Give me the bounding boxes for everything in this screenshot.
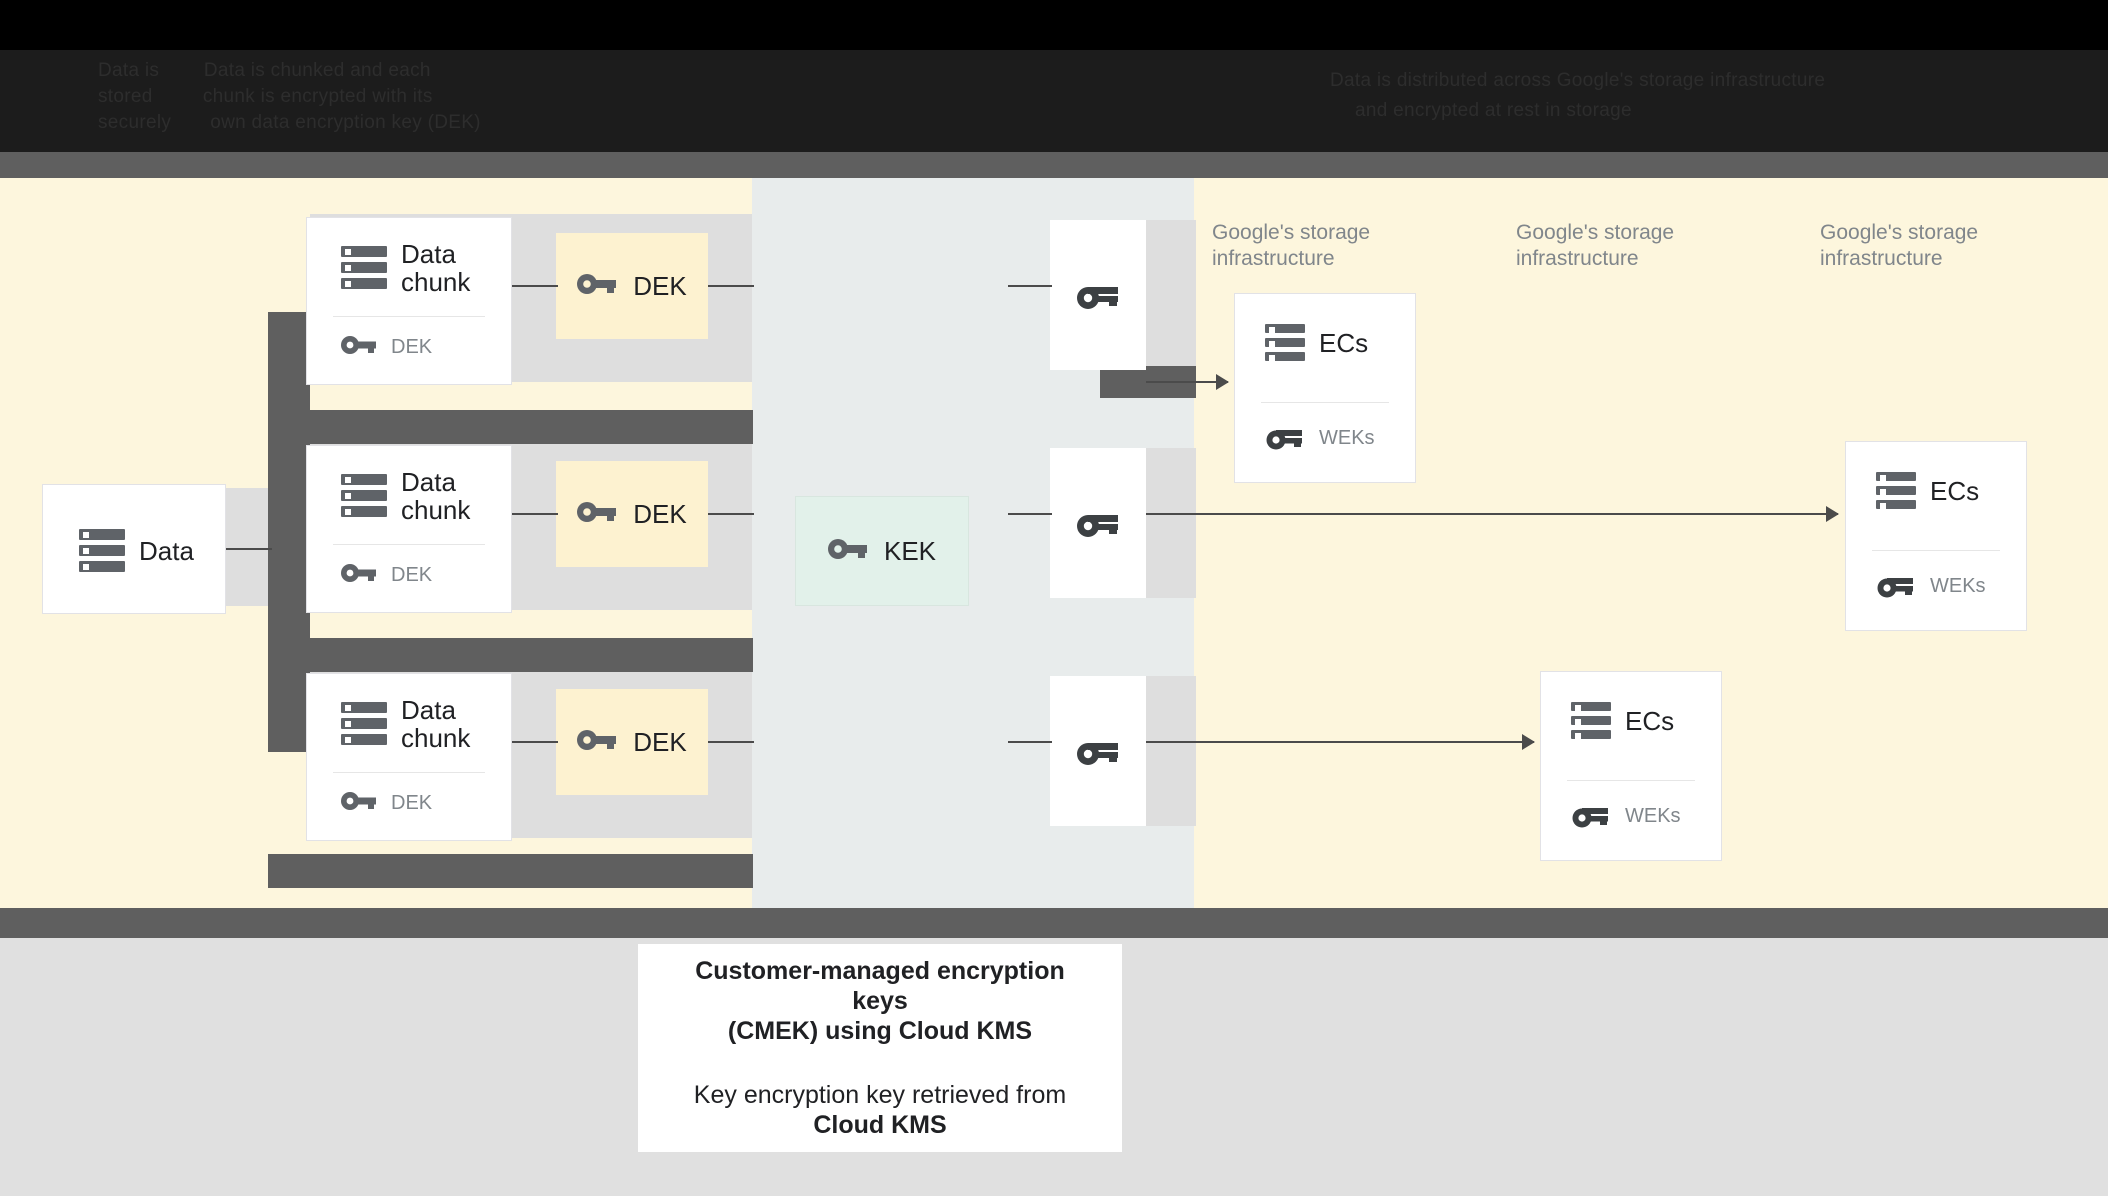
banner-line-2: stored chunk is encrypted with its (98, 86, 433, 107)
server-icon (1876, 472, 1916, 510)
key-icon (827, 537, 868, 566)
server-icon (341, 246, 387, 290)
data-chunk-card-2[interactable]: Data chunk DEK (306, 445, 512, 613)
fanout-bar-3 (268, 854, 753, 888)
server-icon (1265, 324, 1305, 362)
ecs-key-label: WEKs (1319, 427, 1375, 449)
chunk-key-label: DEK (391, 792, 433, 814)
key-icon (1075, 276, 1121, 315)
banner-bottom-rule (0, 152, 2108, 178)
footer-rule (0, 908, 2108, 938)
caption-card: Customer-managed encryption keys (CMEK) … (638, 944, 1122, 1152)
chunk-title: Data chunk (401, 695, 471, 753)
caption-line-4: Cloud KMS (813, 1111, 947, 1139)
wrapped-key-card-1[interactable] (1050, 220, 1146, 370)
data-card-label: Data (139, 536, 194, 566)
connector-band-wk3 (1008, 741, 1052, 743)
key-icon (341, 790, 377, 817)
fanout-bar-2 (268, 638, 753, 672)
key-icon (1075, 732, 1121, 771)
connector-kek-wk2 (1008, 513, 1052, 515)
card-divider (333, 772, 485, 773)
arrowhead-ecs1 (1216, 374, 1229, 390)
key-icon (1876, 570, 1916, 603)
caption-line-1: Customer-managed encryption keys (695, 957, 1065, 1015)
connector-chunk1-dek1 (512, 285, 558, 287)
wrapped-key-card-2[interactable] (1050, 448, 1146, 598)
key-icon (577, 728, 617, 757)
data-chunk-card-3[interactable]: Data chunk DEK (306, 673, 512, 841)
dek-box-1[interactable]: DEK (556, 233, 708, 339)
key-icon (577, 500, 617, 529)
connector-wk3-ecs3 (1146, 741, 1534, 743)
storage-label-3: Google's storage infrastructure (1820, 221, 1979, 270)
banner-line-4: Data is distributed across Google's stor… (1330, 70, 1826, 91)
data-chunk-card-1[interactable]: Data chunk DEK (306, 217, 512, 385)
caption-line-3: Key encryption key retrieved from (693, 1081, 1067, 1109)
ecs-title: ECs (1319, 328, 1369, 358)
ecs-key-label: WEKs (1625, 805, 1681, 827)
card-divider (1261, 402, 1389, 403)
ecs-card-1[interactable]: ECs WEKs (1234, 293, 1416, 483)
kek-box[interactable]: KEK (795, 496, 969, 606)
storage-label-1: Google's storage infrastructure (1212, 221, 1371, 270)
connector-dek2-band (708, 513, 754, 515)
connector-data-to-trunk (226, 548, 272, 550)
server-icon (341, 702, 387, 746)
server-icon (341, 474, 387, 518)
chunk-key-label: DEK (391, 336, 433, 358)
connector-dek1-band (708, 285, 754, 287)
card-divider (333, 544, 485, 545)
banner-line-3: securely own data encryption key (DEK) (98, 112, 481, 133)
top-banner: Data is Data is chunked and each stored … (0, 0, 2108, 178)
fanout-trunk (268, 312, 310, 752)
dek-label: DEK (633, 270, 687, 301)
key-icon (1265, 422, 1305, 455)
key-icon (341, 562, 377, 589)
card-divider (1567, 780, 1695, 781)
dek-box-3[interactable]: DEK (556, 689, 708, 795)
banner-line-5: and encrypted at rest in storage (1355, 100, 1632, 121)
chunk-title: Data chunk (401, 239, 471, 297)
ecs-card-2[interactable]: ECs WEKs (1845, 441, 2027, 631)
card-divider (1872, 550, 2000, 551)
data-card[interactable]: Data (42, 484, 226, 614)
banner-text-strip: Data is Data is chunked and each stored … (0, 50, 2108, 160)
ecs-title: ECs (1625, 706, 1675, 736)
server-icon (1571, 702, 1611, 740)
caption-line-2: (CMEK) using Cloud KMS (727, 1017, 1033, 1045)
card-divider (333, 316, 485, 317)
ecs-title: ECs (1930, 476, 1980, 506)
key-icon (341, 334, 377, 361)
connector-chunk2-dek2 (512, 513, 558, 515)
banner-line-1: Data is Data is chunked and each (98, 60, 431, 81)
server-icon (79, 529, 125, 573)
connector-wk2-ecs2 (1146, 513, 1838, 515)
diagram-stage: Data Data chunk DEK Data chunk (0, 178, 2108, 908)
wrapped-key-card-3[interactable] (1050, 676, 1146, 826)
storage-label-2: Google's storage infrastructure (1516, 221, 1675, 270)
dek-label: DEK (633, 726, 687, 757)
connector-dek3-band (708, 741, 754, 743)
dek-label: DEK (633, 498, 687, 529)
connector-band-wk1 (1008, 285, 1052, 287)
ecs-key-label: WEKs (1930, 575, 1986, 597)
kek-label: KEK (883, 535, 937, 566)
key-icon (577, 272, 617, 301)
fanout-bar-1 (268, 410, 753, 444)
chunk-title: Data chunk (401, 467, 471, 525)
arrowhead-ecs3 (1522, 734, 1535, 750)
connector-wk1-ecs1 (1146, 381, 1228, 383)
dek-box-2[interactable]: DEK (556, 461, 708, 567)
key-icon (1571, 800, 1611, 833)
key-icon (1075, 504, 1121, 543)
chunk-key-label: DEK (391, 564, 433, 586)
arrowhead-ecs2 (1826, 506, 1839, 522)
ecs-card-3[interactable]: ECs WEKs (1540, 671, 1722, 861)
connector-chunk3-dek3 (512, 741, 558, 743)
